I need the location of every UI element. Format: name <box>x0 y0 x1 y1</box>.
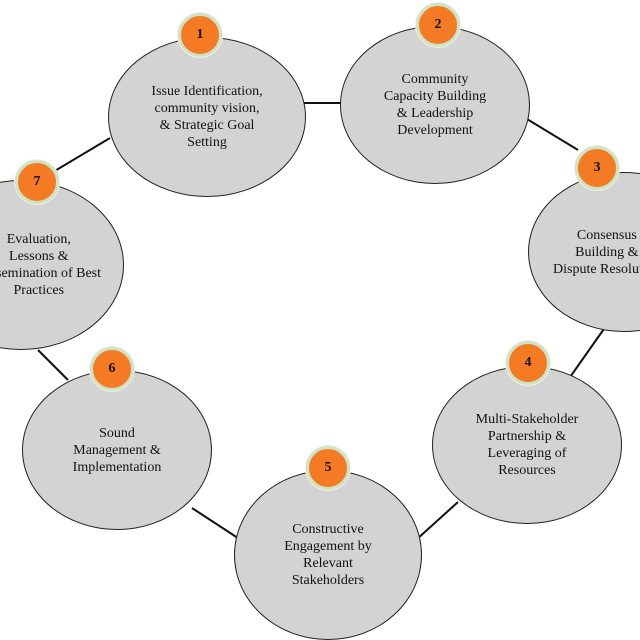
step-5-label: Constructive Engagement by Relevant Stak… <box>284 522 372 588</box>
connector-4-5 <box>415 501 459 541</box>
step-6-label: Sound Management & Implementation <box>72 425 162 475</box>
step-5-badge: 5 <box>306 446 350 490</box>
connector-3-4 <box>567 325 607 381</box>
step-4-badge: 4 <box>506 341 550 385</box>
step-1-node: Issue Identification, community vision, … <box>108 37 306 197</box>
step-7-badge: 7 <box>15 160 59 204</box>
step-2-badge: 2 <box>416 3 460 47</box>
step-2-node: Community Capacity Building & Leadership… <box>340 26 530 184</box>
step-7-label: Evaluation, Lessons & Dissemination of B… <box>0 232 101 298</box>
step-1-label: Issue Identification, community vision, … <box>151 84 263 150</box>
step-3-badge: 3 <box>575 146 619 190</box>
step-3-label: Consensus Building & Dispute Resolution <box>553 227 640 277</box>
step-1-badge: 1 <box>178 13 222 57</box>
connector-7-1 <box>47 137 111 176</box>
step-6-node: Sound Management & Implementation <box>22 370 212 530</box>
step-3-node: Consensus Building & Dispute Resolution <box>528 172 640 332</box>
step-5-node: Constructive Engagement by Relevant Stak… <box>234 470 422 640</box>
step-2-label: Community Capacity Building & Leadership… <box>383 72 487 138</box>
step-4-node: Multi-Stakeholder Partnership & Leveragi… <box>432 366 622 524</box>
step-4-label: Multi-Stakeholder Partnership & Leveragi… <box>475 412 579 478</box>
connector-6-7 <box>37 349 69 381</box>
connector-2-3 <box>521 115 579 151</box>
step-6-badge: 6 <box>90 347 134 391</box>
